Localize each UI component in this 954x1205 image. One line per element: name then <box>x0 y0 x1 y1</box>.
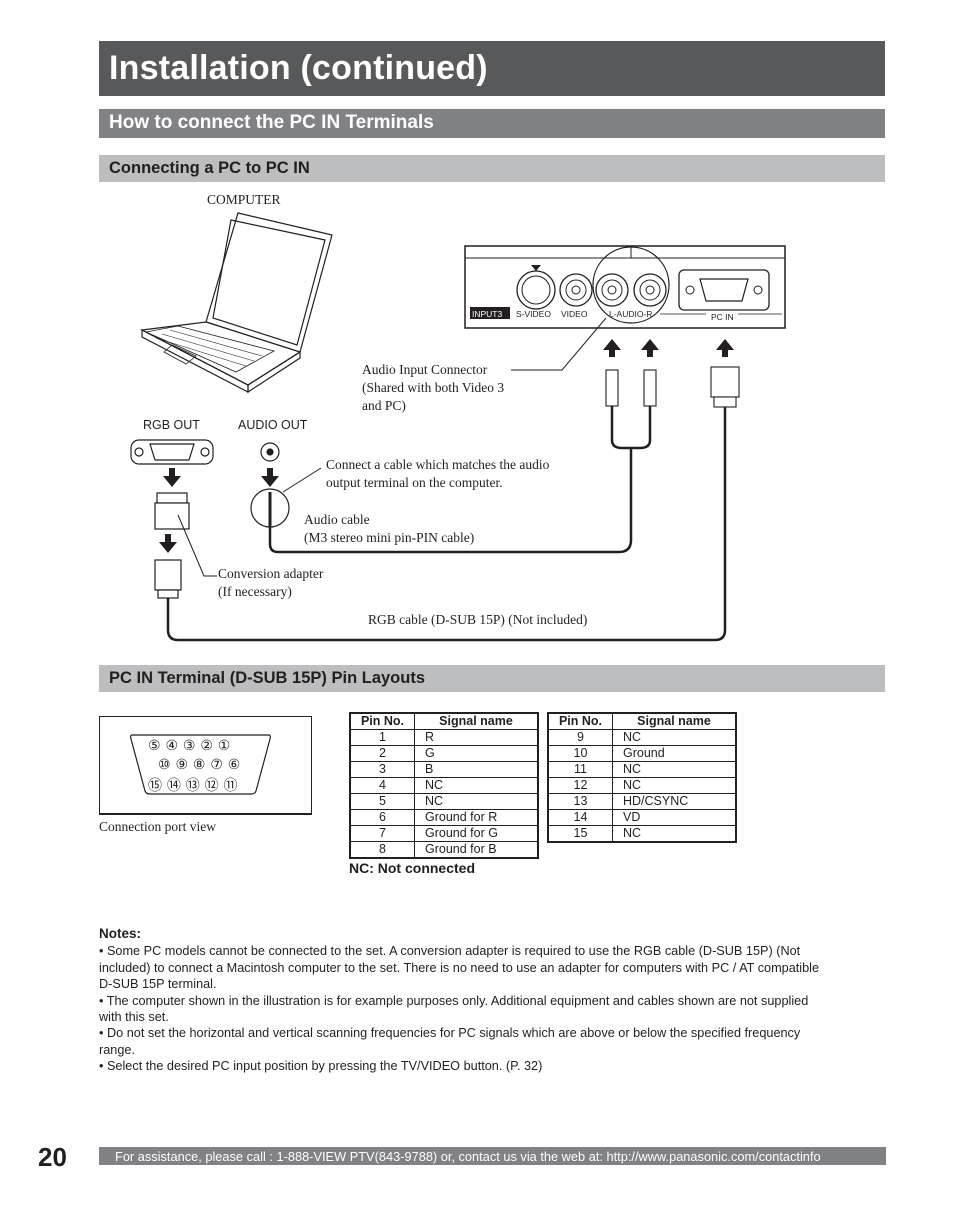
page-title: Installation (continued) <box>109 49 488 87</box>
audio-out-jack <box>260 442 280 462</box>
rgb-out-label: RGB OUT <box>143 418 200 432</box>
laptop-illustration <box>140 212 333 394</box>
audio-input-connector-label: Audio Input Connector (Shared with both … <box>362 362 505 413</box>
section-title: How to connect the PC IN Terminals <box>109 112 434 133</box>
connect-cable-note: Connect a cable which matches the audio … <box>326 457 550 490</box>
mini-plug <box>250 488 290 528</box>
dsub-plug-tv <box>166 366 740 642</box>
panel-svideo-label: S-VIDEO <box>516 309 551 319</box>
panel-input3-label: INPUT3 <box>472 309 503 319</box>
dsub-outline <box>130 734 271 795</box>
notes-heading: Notes: <box>99 926 142 941</box>
nc-note: NC: Not connected <box>349 860 475 876</box>
section-header: How to connect the PC IN Terminals <box>99 109 885 138</box>
page-title-bar: Installation (continued) <box>99 41 885 96</box>
audio-cable-label: Audio cable (M3 stereo mini pin-PIN cabl… <box>304 512 475 545</box>
audio-out-label: AUDIO OUT <box>238 418 308 432</box>
note-item: • Some PC models cannot be connected to … <box>99 944 820 992</box>
col-pin: Pin No. <box>547 712 613 730</box>
connection-diagram: INPUT3 S-VIDEO VIDEO L-AUDIO-R PC IN <box>130 212 786 642</box>
up-arrows <box>603 339 734 357</box>
col-pin: Pin No. <box>349 712 415 730</box>
col-signal: Signal name <box>612 712 737 730</box>
panel-pcin-label: PC IN <box>711 312 734 322</box>
panel-video-label: VIDEO <box>561 309 588 319</box>
leader-lines <box>177 317 607 577</box>
note-item: • The computer shown in the illustration… <box>99 993 809 1025</box>
rgb-out-port <box>130 439 214 465</box>
subsection-header-pin-layouts: PC IN Terminal (D-SUB 15P) Pin Layouts <box>99 665 885 692</box>
pin-row-1: ⑤ ④ ③ ② ① <box>148 737 231 753</box>
pin-row-3: ⑮ ⑭ ⑬ ⑫ ⑪ <box>148 777 239 793</box>
pin-row-2: ⑩ ⑨ ⑧ ⑦ ⑥ <box>158 756 241 772</box>
computer-label: COMPUTER <box>207 192 281 207</box>
tv-rear-panel <box>464 245 786 329</box>
footer-text: For assistance, please call : 1-888-VIEW… <box>115 1149 821 1164</box>
note-item: • Do not set the horizontal and vertical… <box>99 1026 801 1057</box>
rca-plugs <box>268 369 657 554</box>
panel-audio-label: L-AUDIO-R <box>609 309 652 319</box>
footer-bar: For assistance, please call : 1-888-VIEW… <box>99 1147 886 1165</box>
subsection-title-connecting: Connecting a PC to PC IN <box>109 159 310 177</box>
page-number: 20 <box>38 1142 67 1172</box>
subsection-header-connecting: Connecting a PC to PC IN <box>99 155 885 182</box>
rgb-cable-label: RGB cable (D-SUB 15P) (Not included) <box>368 612 588 627</box>
note-item: • Select the desired PC input position b… <box>99 1059 543 1074</box>
port-view-box: ⑤ ④ ③ ② ① ⑩ ⑨ ⑧ ⑦ ⑥ ⑮ ⑭ ⑬ ⑫ ⑪ <box>99 716 312 815</box>
notes-section: Notes: • Some PC models cannot be connec… <box>99 926 899 1075</box>
port-view-caption: Connection port view <box>99 819 216 834</box>
conversion-adapter-label: Conversion adapter (If necessary) <box>218 566 324 599</box>
conversion-adapter <box>154 492 190 599</box>
col-signal: Signal name <box>414 712 539 730</box>
down-arrows <box>159 468 279 553</box>
subsection-title-pin-layouts: PC IN Terminal (D-SUB 15P) Pin Layouts <box>109 669 425 687</box>
